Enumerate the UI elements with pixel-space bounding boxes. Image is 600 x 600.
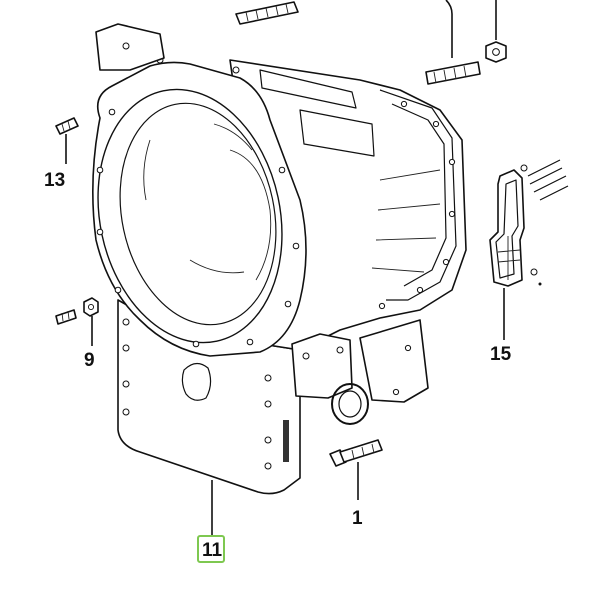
callout-15: 15	[490, 344, 512, 365]
body-rib-lines	[371, 169, 441, 273]
stud-top-center[interactable]	[235, 1, 299, 25]
lower-plate-holes	[122, 318, 272, 470]
flange-holes	[378, 100, 456, 310]
nut-top-right[interactable]	[485, 41, 507, 63]
housing-flange-inner	[391, 103, 447, 287]
callout-11: 11	[202, 540, 223, 561]
lifting-eye	[331, 383, 369, 425]
stud-top-right[interactable]	[425, 61, 481, 85]
housing-top-rib	[259, 69, 357, 109]
callout-13: 13	[44, 170, 65, 191]
wire-bundle	[520, 159, 569, 201]
callout-1: 1	[352, 508, 363, 529]
ring-flange	[92, 56, 307, 357]
flywheel-housing[interactable]	[75, 23, 467, 495]
housing-side-flange	[379, 89, 457, 301]
callout-11-highlight-box[interactable]	[197, 535, 225, 563]
housing-top-ear	[95, 23, 165, 71]
callout-9: 9	[84, 350, 95, 371]
stud-part-9[interactable]	[55, 309, 77, 325]
stud-part-13[interactable]	[55, 117, 79, 135]
housing-side-bracket	[291, 333, 353, 399]
leader-top-stud	[445, 0, 453, 58]
gasket-part-15[interactable]	[489, 169, 542, 287]
housing-lower-box	[359, 319, 429, 403]
nut-part-9[interactable]	[83, 297, 99, 317]
ear-hole	[122, 42, 130, 50]
housing-top-rib-2	[299, 109, 375, 157]
stamp-marking	[283, 420, 289, 462]
lower-plate-window	[181, 362, 212, 401]
bolt-part-1[interactable]	[329, 439, 383, 467]
